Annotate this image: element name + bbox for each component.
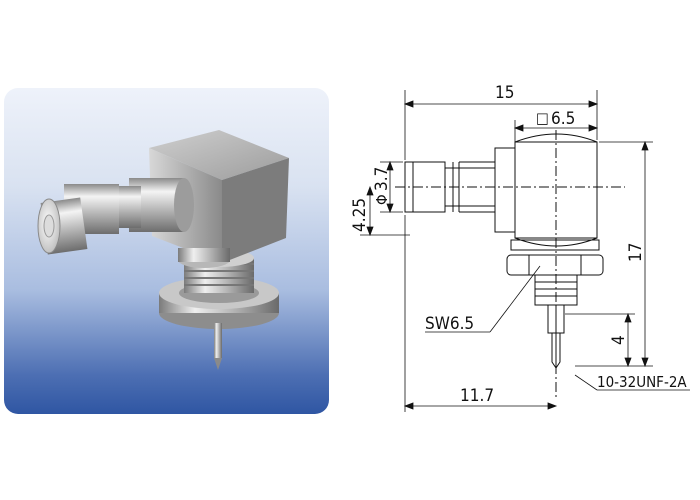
nut-thread-outline (506, 254, 604, 369)
smb-plug (37, 178, 194, 255)
dim-pin-diameter: 3.7 (372, 167, 392, 191)
plug-outline (404, 161, 495, 213)
body-outline (494, 133, 600, 251)
phi-symbol: Φ (373, 194, 391, 205)
square-symbol: □ (536, 109, 549, 127)
dim-axis-offset: 11.7 (460, 386, 494, 406)
solder-pin (214, 323, 222, 370)
connector-render-panel (4, 88, 329, 414)
thread-spec: 10-32UNF-2A (597, 373, 687, 391)
dim-body-width: 6.5 (551, 109, 575, 129)
connector-render (37, 130, 289, 370)
dimension-drawing: 15 □ 6.5 Φ 3.7 4.25 17 4 SW6.5 11.7 10-3… (350, 83, 690, 412)
dim-overall-height: 17 (626, 243, 646, 262)
dim-overall-width: 15 (495, 83, 514, 103)
dim-axis-height: 4.25 (350, 198, 370, 232)
center-lines (395, 130, 625, 400)
dim-thread-length: 4 (609, 335, 629, 345)
dimension-lines (360, 90, 690, 412)
dim-wrench-size: SW6.5 (425, 314, 474, 334)
